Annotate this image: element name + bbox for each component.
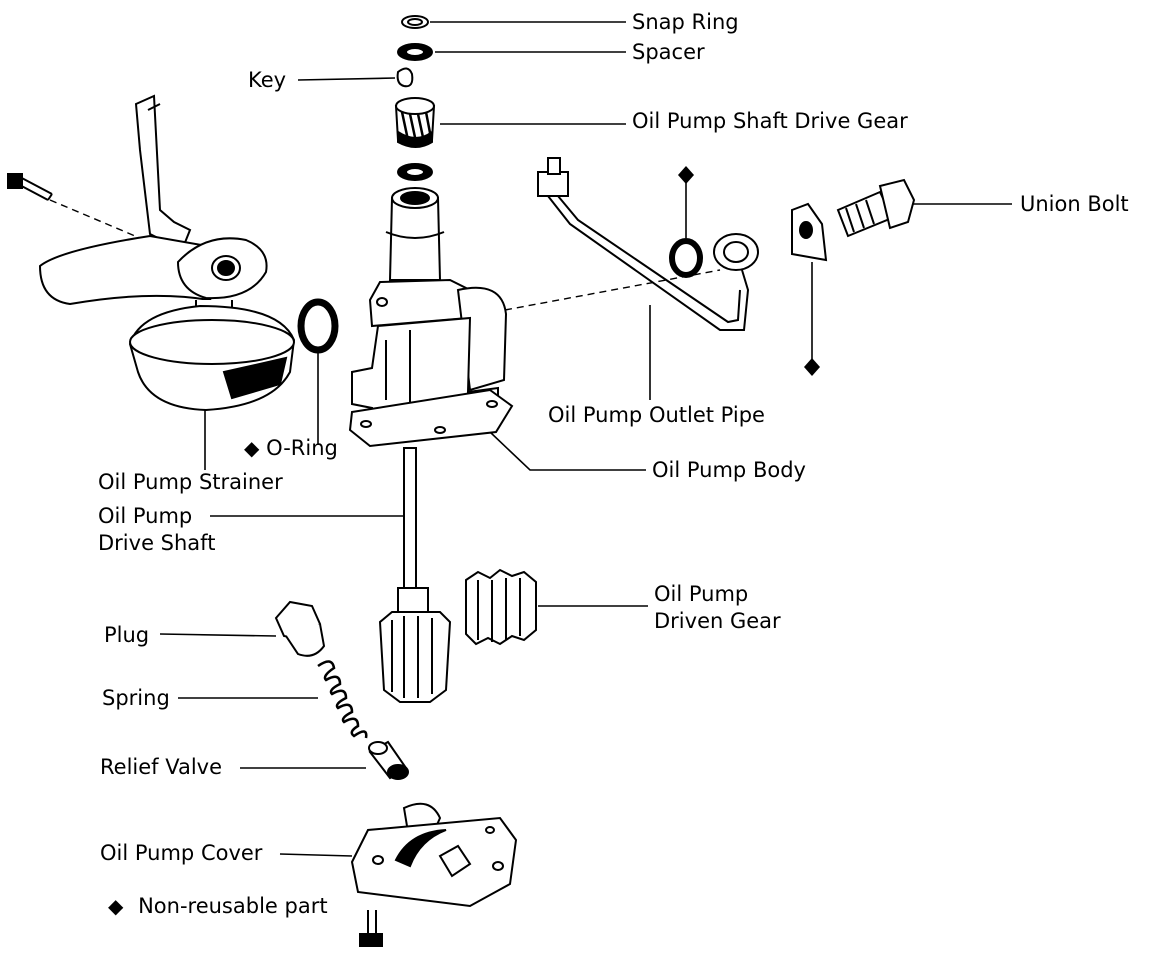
relief-valve-part xyxy=(368,740,409,780)
strainer-part xyxy=(7,94,296,412)
label-strainer: Oil Pump Strainer xyxy=(98,470,283,494)
legend-text: Non-reusable part xyxy=(138,894,328,918)
snap-ring-part xyxy=(401,15,429,29)
leader-pump-cover xyxy=(279,853,353,857)
key-part xyxy=(396,67,414,88)
plug-part xyxy=(274,600,326,657)
diamond-marker-top xyxy=(678,166,694,184)
label-driven-gear: Oil Pump Driven Gear xyxy=(654,582,781,633)
spring-part xyxy=(317,660,368,739)
drive-shaft-part xyxy=(378,447,452,703)
union-bolt-part xyxy=(791,178,916,262)
label-union-bolt: Union Bolt xyxy=(1020,192,1129,216)
label-pump-cover: Oil Pump Cover xyxy=(100,841,263,865)
label-shaft-drive-gear: Oil Pump Shaft Drive Gear xyxy=(632,109,908,133)
label-snap-ring: Snap Ring xyxy=(632,10,739,34)
o-ring-part xyxy=(297,298,339,354)
label-outlet-pipe: Oil Pump Outlet Pipe xyxy=(548,403,765,427)
pump-cover-part xyxy=(350,802,518,947)
diamond-marker-bottom xyxy=(804,358,820,376)
label-spring: Spring xyxy=(102,686,170,710)
label-spacer: Spacer xyxy=(632,40,705,64)
spacer-part xyxy=(397,43,433,61)
label-drive-shaft: Oil Pump Drive Shaft xyxy=(98,504,216,555)
label-o-ring-row: ◆ O-Ring xyxy=(244,435,338,462)
leader-pump-body xyxy=(489,431,646,471)
legend-nonreusable: ◆ Non-reusable part xyxy=(108,893,328,920)
pump-body-part xyxy=(348,187,514,448)
diamond-icon: ◆ xyxy=(108,894,124,918)
leader-key xyxy=(297,77,396,81)
leader-lines xyxy=(159,21,1012,857)
label-pump-body: Oil Pump Body xyxy=(652,458,806,482)
driven-gear-part xyxy=(465,568,537,646)
label-o-ring: O-Ring xyxy=(266,436,338,460)
label-relief-valve: Relief Valve xyxy=(100,755,223,779)
label-plug: Plug xyxy=(104,623,150,647)
diamond-icon: ◆ xyxy=(244,436,260,460)
nonreusable-markers xyxy=(678,166,820,376)
shaft-drive-gear-part xyxy=(394,97,436,181)
label-key: Key xyxy=(248,68,287,92)
leader-plug xyxy=(159,633,277,637)
outlet-pipe-part xyxy=(537,157,759,331)
